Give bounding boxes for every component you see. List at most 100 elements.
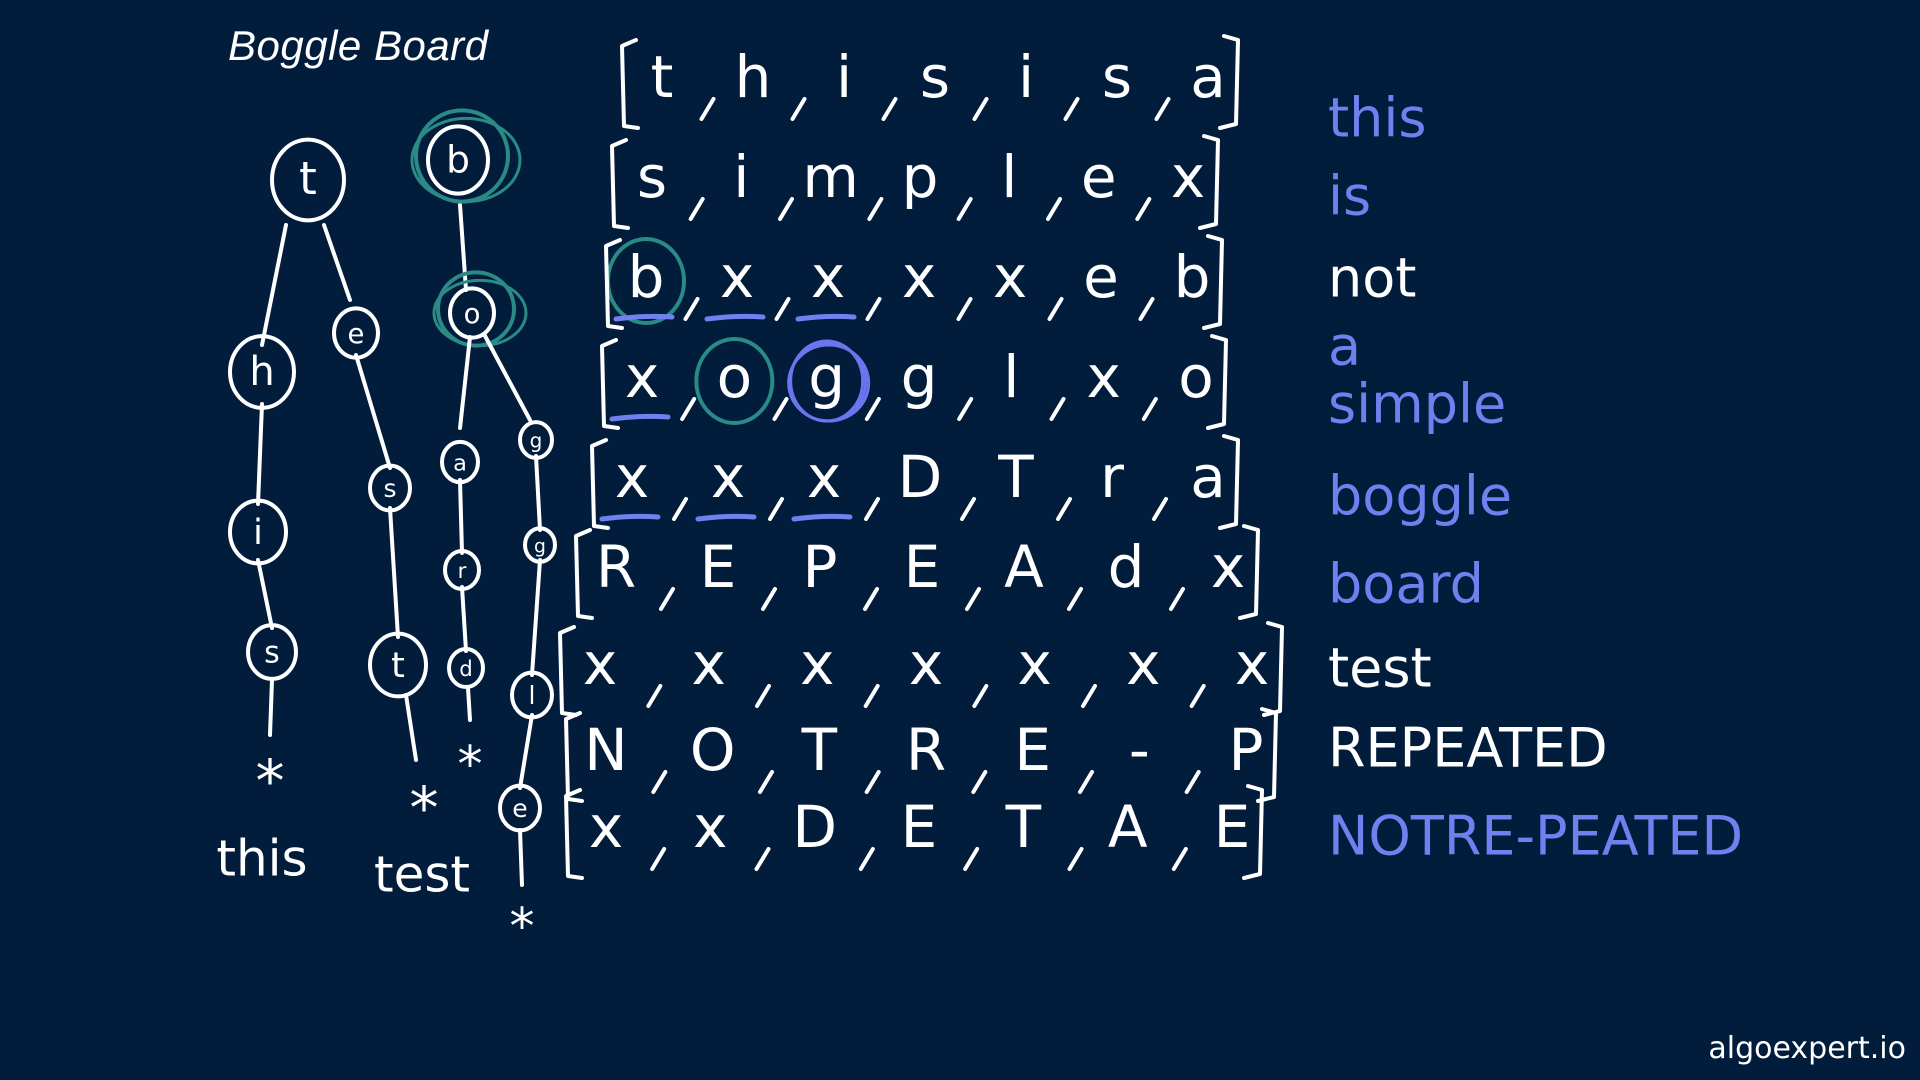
trie-node-letter: g bbox=[534, 537, 546, 558]
cell-separator bbox=[754, 847, 771, 871]
trie-node: g bbox=[518, 420, 554, 460]
cell-separator bbox=[672, 497, 688, 521]
cell-separator bbox=[688, 197, 705, 221]
board-cell: E bbox=[700, 533, 737, 601]
cell-separator bbox=[778, 197, 794, 221]
board-cell: E bbox=[901, 793, 938, 861]
trie-node-letter: s bbox=[264, 636, 280, 671]
trie-node: i bbox=[228, 498, 288, 566]
trie-edge bbox=[458, 478, 464, 555]
cell-separator bbox=[758, 770, 774, 794]
cell-separator bbox=[646, 684, 663, 708]
cell-separator bbox=[1063, 97, 1080, 121]
trie-node: t bbox=[368, 631, 428, 699]
cell-separator bbox=[1154, 97, 1171, 121]
cell-separator bbox=[972, 97, 989, 121]
right-bracket bbox=[1198, 134, 1220, 230]
cell-separator bbox=[858, 847, 875, 871]
trie-node: d bbox=[447, 646, 485, 690]
cell-separator bbox=[863, 684, 880, 708]
trie-node-letter: a bbox=[453, 451, 467, 477]
trie-node-root-t: t bbox=[270, 137, 346, 223]
word-this: this bbox=[1328, 87, 1427, 150]
board-cell: x bbox=[1087, 343, 1121, 411]
cell-separator bbox=[956, 297, 973, 321]
word-simple: simple bbox=[1328, 373, 1506, 436]
cell-separator bbox=[1138, 297, 1155, 321]
underline bbox=[795, 313, 857, 322]
left-bracket bbox=[574, 528, 594, 620]
trie-node: e bbox=[332, 306, 380, 360]
trie-node-outline bbox=[368, 463, 412, 513]
cell-separator bbox=[768, 497, 784, 521]
board-cell: s bbox=[637, 143, 667, 211]
trie-edge bbox=[404, 693, 418, 762]
trie-node-outline bbox=[270, 137, 346, 223]
cell-separator bbox=[957, 397, 974, 421]
right-bracket bbox=[1242, 784, 1264, 880]
board-cell: x bbox=[902, 243, 936, 311]
trie-node-letter: i bbox=[253, 513, 263, 553]
trie-node-outline bbox=[443, 548, 481, 592]
word-board: board bbox=[1328, 553, 1484, 616]
cell-separator bbox=[1152, 497, 1168, 521]
word-test: test bbox=[1328, 637, 1432, 700]
trie-node-o: o bbox=[432, 270, 528, 348]
trie-edge bbox=[530, 558, 542, 677]
cell-separator bbox=[761, 587, 777, 611]
trie-edge bbox=[256, 558, 274, 630]
underline bbox=[609, 413, 671, 422]
board-cell: O bbox=[690, 716, 736, 784]
left-bracket bbox=[610, 138, 630, 230]
cell-separator bbox=[683, 297, 700, 321]
board-cell: b bbox=[628, 243, 665, 311]
trie-node: r bbox=[443, 548, 481, 592]
cell-separator bbox=[1169, 587, 1185, 611]
trie-node-outline bbox=[228, 498, 288, 566]
board-cell: x bbox=[1171, 143, 1205, 211]
cell-separator bbox=[864, 397, 881, 421]
trie-node-outline bbox=[228, 334, 296, 410]
board-cell: o bbox=[1178, 343, 1214, 411]
left-bracket bbox=[604, 238, 624, 330]
trie-edge bbox=[534, 454, 542, 532]
board-cell: x bbox=[800, 630, 834, 698]
board-cell: i bbox=[1018, 43, 1034, 111]
cell-separator bbox=[1046, 197, 1062, 221]
cell-separator bbox=[774, 297, 791, 321]
board-cell: x bbox=[1235, 630, 1269, 698]
board-cell: T bbox=[1005, 793, 1042, 861]
trie-node-outline bbox=[510, 670, 554, 720]
cell-separator bbox=[863, 587, 879, 611]
board-cell: a bbox=[1190, 443, 1226, 511]
trie-edge bbox=[460, 585, 468, 653]
trie-word-label: this bbox=[216, 830, 307, 888]
board-cell: D bbox=[792, 793, 837, 861]
trie-node-letter: g bbox=[530, 429, 543, 453]
left-bracket bbox=[564, 711, 584, 803]
board-cell: T bbox=[997, 443, 1034, 511]
board-cell: o bbox=[717, 343, 753, 411]
cell-separator bbox=[650, 847, 667, 871]
trie-node-outline bbox=[448, 286, 496, 340]
cell-separator bbox=[865, 297, 882, 321]
board-cell: l bbox=[1003, 343, 1019, 411]
trie-edge bbox=[482, 332, 532, 422]
trie-node: s bbox=[246, 623, 298, 681]
trie-edge bbox=[466, 686, 472, 722]
right-bracket bbox=[1256, 707, 1278, 803]
board-cell: s bbox=[1102, 43, 1132, 111]
trie-node-outline bbox=[368, 631, 428, 699]
path-highlights bbox=[599, 237, 871, 522]
board-cell: e bbox=[1081, 143, 1117, 211]
underline bbox=[613, 313, 675, 322]
trie-node-outline bbox=[426, 124, 490, 196]
